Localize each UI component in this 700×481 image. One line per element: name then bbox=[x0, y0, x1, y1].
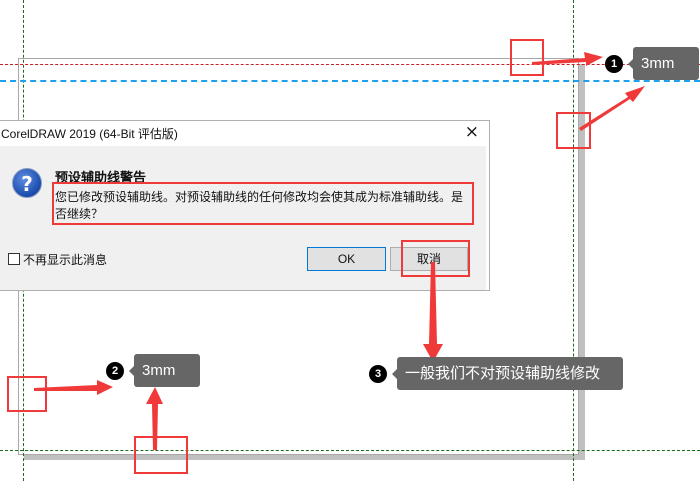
preset-guideline-warning-dialog: CorelDRAW 2019 (64-Bit 评估版) × ? 预设辅助线警告 … bbox=[0, 120, 490, 291]
callout-tooltip-3: 一般我们不对预设辅助线修改 bbox=[392, 357, 623, 390]
dialog-title: CorelDRAW 2019 (64-Bit 评估版) bbox=[1, 127, 178, 141]
callout-tooltip-1: 3mm bbox=[628, 47, 699, 80]
arrow-icon bbox=[532, 52, 603, 66]
arrow-icon bbox=[423, 262, 443, 362]
dialog-message: 您已修改预设辅助线。对预设辅助线的任何修改均会使其成为标准辅助线。是否继续？ bbox=[55, 190, 464, 221]
arrow-icon bbox=[146, 387, 163, 450]
guideline-bleed-top[interactable] bbox=[0, 64, 700, 65]
close-icon[interactable]: × bbox=[464, 122, 479, 142]
arrow-icon bbox=[34, 380, 113, 395]
highlight-cancel-box bbox=[401, 240, 470, 277]
callout-badge-2: 2 bbox=[106, 362, 124, 380]
callout-tooltip-2: 3mm bbox=[129, 354, 200, 387]
highlight-box-bottom-bleed bbox=[134, 436, 188, 474]
question-icon: ? bbox=[12, 168, 42, 198]
callout-badge-1: 1 bbox=[605, 55, 623, 73]
arrow-icon bbox=[579, 86, 645, 131]
guideline-bottom-horizontal[interactable] bbox=[0, 450, 700, 451]
page-shadow-bottom bbox=[24, 455, 585, 460]
highlight-message-box bbox=[52, 182, 474, 225]
guideline-right-vertical[interactable] bbox=[573, 0, 574, 481]
highlight-box-right-bleed bbox=[556, 112, 591, 149]
highlight-box-left-bleed bbox=[7, 376, 47, 412]
guideline-top-horizontal[interactable] bbox=[0, 80, 700, 82]
page-shadow-right bbox=[579, 64, 585, 459]
ok-button[interactable]: OK bbox=[307, 247, 386, 271]
dont-show-again-checkbox[interactable] bbox=[8, 253, 20, 265]
dialog-body: ? 预设辅助线警告 您已修改预设辅助线。对预设辅助线的任何修改均会使其成为标准辅… bbox=[0, 146, 486, 290]
dont-show-again-label[interactable]: 不再显示此消息 bbox=[23, 253, 108, 267]
cancel-button[interactable]: 取消 bbox=[390, 247, 468, 271]
callout-badge-3: 3 bbox=[369, 365, 387, 383]
highlight-box-top-bleed bbox=[510, 39, 544, 76]
